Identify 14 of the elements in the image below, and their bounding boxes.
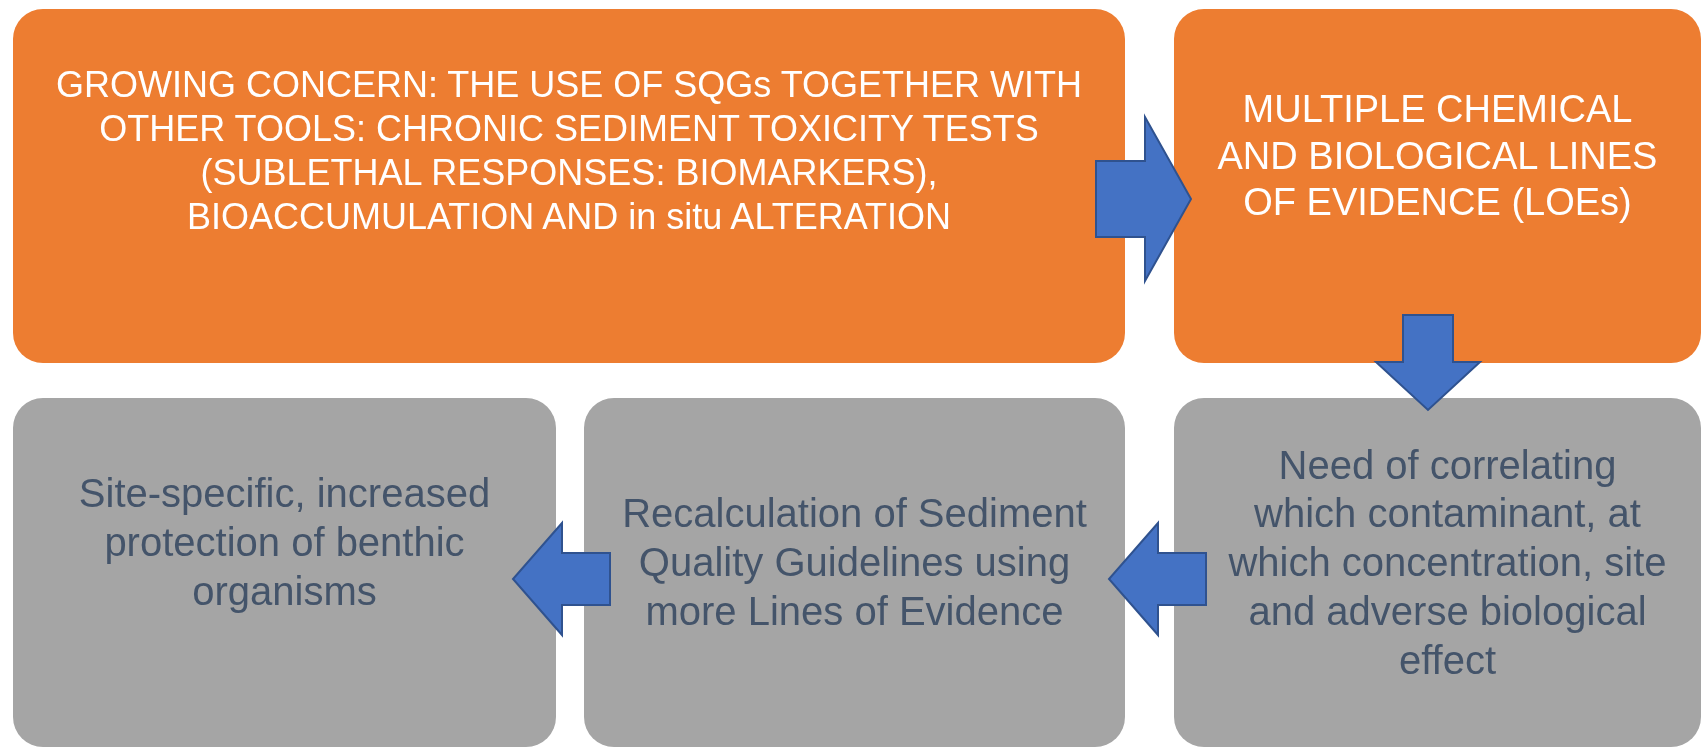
box-text: MULTIPLE CHEMICAL AND BIOLOGICAL LINES OF EVIDENCE (LOEs): [1216, 87, 1659, 226]
process-box: [1174, 398, 1701, 747]
process-box: [13, 9, 1125, 363]
block-arrow: [511, 520, 611, 638]
process-box: [584, 398, 1125, 747]
box-text: GROWING CONCERN: THE USE OF SQGs TOGETHER WITH OTHER TOOLS: CHRONIC SEDIMENT TOXICITY TESTS (SUBLETHAL RESPONSES: BIOMARKERS), BIOACCUMULATION AND in situ ALTERATION: [54, 63, 1084, 239]
block-arrow: [1373, 314, 1483, 412]
process-box: [1174, 9, 1701, 363]
block-arrow: [1095, 113, 1193, 285]
block-arrow: [1107, 520, 1207, 638]
process-box: [13, 398, 556, 747]
box-text: Need of correlating which contaminant, at which concentration, site and adverse biological effect: [1227, 441, 1668, 684]
box-text: Site-specific, increased protection of benthic organisms: [77, 470, 492, 615]
box-text: Recalculation of Sediment Quality Guidelines using more Lines of Evidence: [621, 490, 1088, 635]
